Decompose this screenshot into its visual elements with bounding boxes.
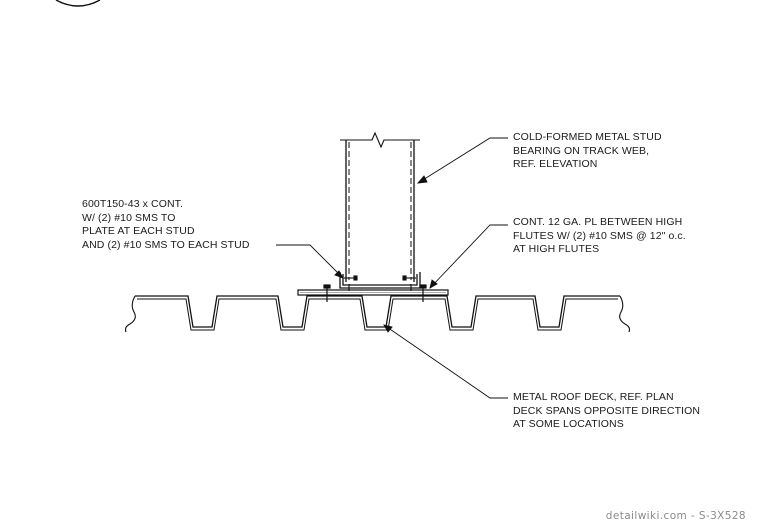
note-track: 600T150-43 x CONT. W/ (2) #10 SMS TO PLA… xyxy=(82,198,250,252)
track-screws xyxy=(344,275,416,291)
leader-track xyxy=(276,244,344,279)
note-continuous-plate: CONT. 12 GA. PL BETWEEN HIGH FLUTES W/ (… xyxy=(513,216,686,257)
note-line: DECK SPANS OPPOSITE DIRECTION xyxy=(513,404,701,417)
note-line: 600T150-43 x CONT. xyxy=(82,198,184,210)
note-line: AT HIGH FLUTES xyxy=(513,243,600,256)
note-cold-formed-metal-stud: COLD-FORMED METAL STUD BEARING ON TRACK … xyxy=(513,131,662,172)
leader-lines xyxy=(276,137,508,399)
leader-plate xyxy=(429,224,508,289)
note-line: METAL ROOF DECK, REF. PLAN xyxy=(513,391,674,403)
detail-reference-bubble xyxy=(55,0,101,7)
note-line: COLD-FORMED METAL STUD xyxy=(513,131,662,143)
metal-track xyxy=(339,272,421,289)
watermark: detailwiki.com - S-3X528 xyxy=(605,510,746,522)
note-metal-roof-deck: METAL ROOF DECK, REF. PLAN DECK SPANS OP… xyxy=(513,391,700,432)
note-line: CONT. 12 GA. PL BETWEEN HIGH xyxy=(513,216,683,228)
note-line: FLUTES W/ (2) #10 SMS @ 12" o.c. xyxy=(513,229,686,242)
continuous-plate xyxy=(297,289,449,296)
plate-screws xyxy=(323,284,427,302)
deck-break-line-right xyxy=(619,295,631,333)
note-line: W/ (2) #10 SMS TO xyxy=(82,211,176,224)
deck-break-line-left xyxy=(124,295,136,333)
note-line: AND (2) #10 SMS TO EACH STUD xyxy=(82,238,250,251)
metal-roof-deck xyxy=(124,295,631,333)
note-line: BEARING ON TRACK WEB, xyxy=(513,144,650,157)
note-line: REF. ELEVATION xyxy=(513,158,598,171)
cold-formed-metal-stud xyxy=(340,131,420,282)
note-line: PLATE AT EACH STUD xyxy=(82,225,195,238)
stud-break-line xyxy=(340,131,420,149)
leader-deck xyxy=(383,324,508,399)
note-line: AT SOME LOCATIONS xyxy=(513,418,624,431)
leader-stud xyxy=(417,137,508,184)
